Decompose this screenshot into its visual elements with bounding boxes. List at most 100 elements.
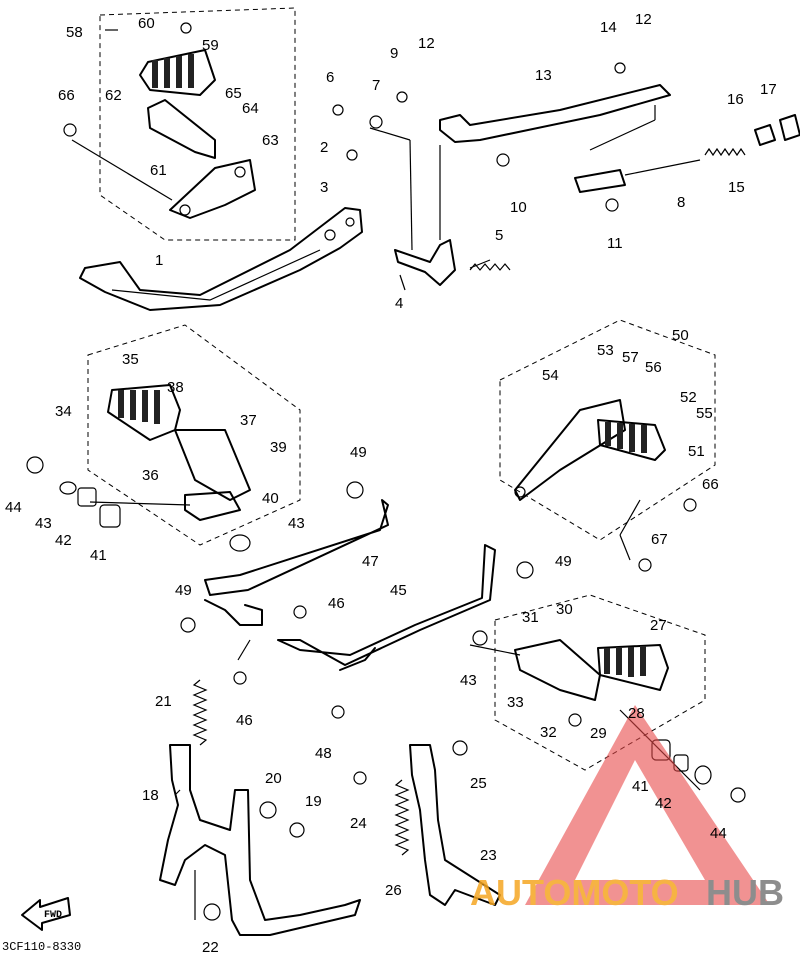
callout-38: 38 xyxy=(167,379,184,396)
callout-47: 47 xyxy=(362,553,379,570)
footrest-stay-45 xyxy=(277,544,496,671)
callout-59: 59 xyxy=(202,37,219,54)
callout-25: 25 xyxy=(470,775,487,792)
footrest-bracket-58 xyxy=(169,159,256,219)
callout-46b: 46 xyxy=(236,712,253,729)
callout-29: 29 xyxy=(590,725,607,742)
footrest-rubber-51 xyxy=(597,419,666,461)
footrest-holder-34 xyxy=(174,429,251,521)
center-stand-18 xyxy=(159,744,361,936)
callout-41b: 41 xyxy=(632,778,649,795)
group-box-27 xyxy=(494,594,706,771)
cable-8 xyxy=(574,159,701,193)
callout-12b: 12 xyxy=(635,11,652,28)
side-stand-23 xyxy=(409,744,501,906)
callout-56: 56 xyxy=(645,359,662,376)
group-box-50 xyxy=(499,319,716,541)
watermark-text-1: AUTOMOTO xyxy=(470,872,679,913)
callout-24: 24 xyxy=(350,815,367,832)
footrest-bracket-50 xyxy=(514,399,626,501)
callout-63: 63 xyxy=(262,132,279,149)
callout-18: 18 xyxy=(142,787,159,804)
callout-67: 67 xyxy=(651,531,668,548)
callout-36: 36 xyxy=(142,467,159,484)
callout-55: 55 xyxy=(696,405,713,422)
watermark-logo: AUTOMOTO HUB xyxy=(470,705,784,913)
callout-4: 4 xyxy=(395,295,403,312)
fwd-label: FWD xyxy=(44,910,62,921)
callout-23: 23 xyxy=(480,847,497,864)
callout-52: 52 xyxy=(680,389,697,406)
callout-45: 45 xyxy=(390,582,407,599)
callout-53: 53 xyxy=(597,342,614,359)
callout-30: 30 xyxy=(556,601,573,618)
callout-39: 39 xyxy=(270,439,287,456)
diagram-code-label: 3CF110-8330 xyxy=(2,940,81,954)
callout-40: 40 xyxy=(262,490,279,507)
rod-13 xyxy=(439,84,671,143)
callout-65: 65 xyxy=(225,85,242,102)
callout-6: 6 xyxy=(326,69,334,86)
callout-9: 9 xyxy=(390,45,398,62)
watermark-triangle-icon xyxy=(525,705,770,905)
callout-60: 60 xyxy=(138,15,155,32)
footrest-61 xyxy=(147,99,216,159)
fwd-arrow-icon: FWD xyxy=(21,897,71,931)
callout-51: 51 xyxy=(688,443,705,460)
callout-37: 37 xyxy=(240,412,257,429)
group-box-34 xyxy=(87,324,301,546)
callout-21: 21 xyxy=(155,693,172,710)
group-box-58 xyxy=(99,7,296,241)
callout-49a: 49 xyxy=(350,444,367,461)
callout-1: 1 xyxy=(155,252,163,269)
callout-66a: 66 xyxy=(58,87,75,104)
callout-16: 16 xyxy=(727,91,744,108)
callout-49c: 49 xyxy=(175,582,192,599)
callout-22: 22 xyxy=(202,939,219,955)
callout-33: 33 xyxy=(507,694,524,711)
callout-44b: 44 xyxy=(710,825,727,842)
callout-43c: 43 xyxy=(460,672,477,689)
spring-21 xyxy=(192,679,208,746)
callout-31: 31 xyxy=(522,609,539,626)
callout-34: 34 xyxy=(55,403,72,420)
callout-labels: 1 2 3 4 5 6 7 8 9 10 11 12 12 13 14 15 1… xyxy=(5,11,777,955)
callout-48: 48 xyxy=(315,745,332,762)
callout-58: 58 xyxy=(66,24,83,41)
callout-15: 15 xyxy=(728,179,745,196)
footrest-rubber-59 xyxy=(139,49,216,96)
callout-28: 28 xyxy=(628,705,645,722)
footrest-stay-47 xyxy=(204,499,389,626)
callout-26: 26 xyxy=(385,882,402,899)
callout-8: 8 xyxy=(677,194,685,211)
callout-62: 62 xyxy=(105,87,122,104)
spring-26 xyxy=(394,779,410,856)
callout-42b: 42 xyxy=(655,795,672,812)
callout-11: 11 xyxy=(607,235,623,252)
watermark-text-2: HUB xyxy=(706,872,784,913)
callout-17: 17 xyxy=(760,81,777,98)
callout-46a: 46 xyxy=(328,595,345,612)
callout-54: 54 xyxy=(542,367,559,384)
callout-64: 64 xyxy=(242,100,259,117)
callout-3: 3 xyxy=(320,179,328,196)
bolts-small xyxy=(63,22,697,921)
callout-42a: 42 xyxy=(55,532,72,549)
callout-20: 20 xyxy=(265,770,282,787)
brake-shaft-4 xyxy=(394,239,456,286)
callout-57: 57 xyxy=(622,349,639,366)
callout-27: 27 xyxy=(650,617,667,634)
callout-61: 61 xyxy=(150,162,167,179)
callout-43a: 43 xyxy=(35,515,52,532)
spring-5 xyxy=(469,263,511,271)
callout-14: 14 xyxy=(600,19,617,36)
callout-44a: 44 xyxy=(5,499,22,516)
footrest-holder-27 xyxy=(514,639,601,701)
spring-15 xyxy=(704,147,746,157)
callout-49b: 49 xyxy=(555,553,572,570)
callout-12a: 12 xyxy=(418,35,435,52)
callout-5: 5 xyxy=(495,227,503,244)
callout-66b: 66 xyxy=(702,476,719,493)
callout-50: 50 xyxy=(672,327,689,344)
